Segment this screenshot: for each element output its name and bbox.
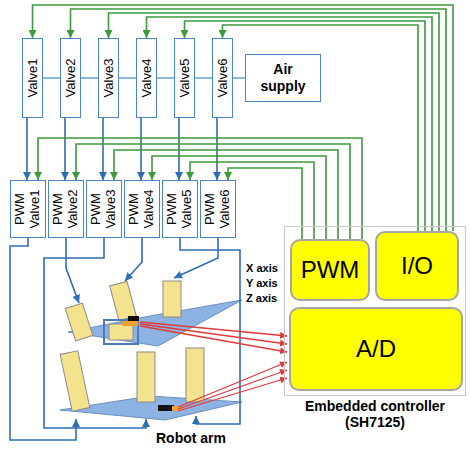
control-wire: [190, 162, 314, 239]
box-label: Valve6: [215, 59, 230, 98]
valve-box: Valve5: [174, 38, 195, 118]
valve-box: Valve6: [212, 38, 233, 118]
air-hose: [102, 118, 104, 180]
air-hose: [174, 232, 218, 278]
sensor-wire: [140, 326, 287, 352]
control-wire: [71, 9, 447, 231]
pwm-valve-box: PWM Valve3: [86, 180, 122, 238]
control-wire: [33, 5, 454, 231]
air-hose: [66, 232, 79, 303]
box-label: Valve1: [25, 59, 40, 98]
upper-cylinder: [110, 281, 137, 320]
upper-cylinder: [65, 303, 93, 341]
sensor: [158, 405, 174, 411]
air-hose: [64, 118, 66, 180]
box-label: Valve2: [63, 59, 78, 98]
pwm-valve-box: PWM Valve1: [10, 180, 46, 238]
supply-line: [233, 77, 245, 78]
control-wire: [38, 138, 362, 239]
pwm-valve-box: PWM Valve5: [162, 180, 198, 238]
sensor-wire: [178, 370, 287, 409]
part-label: Robot arm: [156, 430, 226, 446]
lower-cylinder: [60, 351, 90, 411]
sensor: [122, 321, 138, 326]
box-label: PWM Valve4: [127, 190, 157, 229]
control-wire: [223, 25, 419, 231]
sensor-wire: [140, 324, 287, 344]
ad-unit: A/D: [289, 307, 463, 391]
box-label: Valve3: [101, 59, 116, 98]
box-label: PWM Valve2: [51, 190, 81, 229]
axis-label: X axis: [246, 262, 278, 274]
box-label: A/D: [356, 335, 396, 363]
axis-label: Z axis: [246, 292, 277, 304]
gimbal-frame: [104, 320, 138, 344]
supply-line: [195, 77, 212, 78]
io-unit: I/O: [375, 231, 459, 301]
control-wire: [185, 21, 426, 231]
supply-line: [119, 77, 136, 78]
box-label: PWM: [301, 256, 360, 284]
box-label: PWM Valve1: [13, 190, 43, 229]
lower-cylinder: [137, 352, 155, 402]
upper-cylinder: [163, 281, 181, 317]
air-hose: [26, 118, 28, 180]
gimbal: [109, 324, 133, 340]
sensor-wire: [178, 362, 287, 407]
box-label: Air supply: [260, 61, 305, 95]
air-supply-box: Air supply: [245, 54, 321, 102]
control-wire: [76, 144, 350, 239]
box-label: Embedded controller (SH7125): [285, 398, 465, 430]
controller-frame: Embedded controller (SH7125)PWMI/OA/D: [284, 226, 466, 396]
sensor-wire: [178, 378, 287, 411]
box-label: Valve4: [139, 59, 154, 98]
box-label: I/O: [401, 252, 433, 280]
pwm-valve-box: PWM Valve2: [48, 180, 84, 238]
pwm-valve-box: PWM Valve4: [124, 180, 160, 238]
axis-label: Y axis: [246, 277, 278, 289]
valve-box: Valve1: [22, 38, 43, 118]
supply-line: [43, 77, 60, 78]
control-wire: [228, 168, 302, 239]
air-hose: [125, 232, 142, 281]
valve-box: Valve3: [98, 38, 119, 118]
supply-line: [81, 77, 98, 78]
supply-line: [157, 77, 174, 78]
valve-box: Valve2: [60, 38, 81, 118]
valve-box: Valve4: [136, 38, 157, 118]
pwm-valve-box: PWM Valve6: [200, 180, 236, 238]
control-wire: [147, 17, 433, 231]
sensor: [128, 316, 139, 321]
box-label: PWM Valve6: [203, 190, 233, 229]
box-label: PWM Valve5: [165, 190, 195, 229]
pwm-unit: PWM: [290, 239, 370, 301]
lower-cylinder: [186, 348, 204, 402]
air-hose: [44, 232, 146, 428]
box-label: PWM Valve3: [89, 190, 119, 229]
air-hose: [140, 118, 142, 180]
box-label: Valve5: [177, 59, 192, 98]
air-hose: [216, 118, 218, 180]
air-hose: [178, 118, 180, 180]
